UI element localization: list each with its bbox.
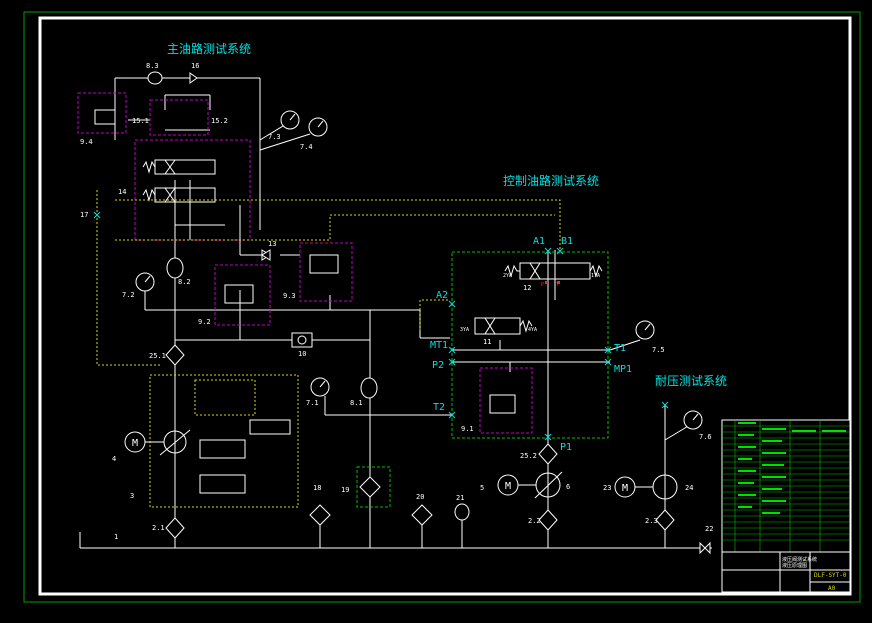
label-7-4: 7.4 — [300, 143, 313, 151]
label-6: 6 — [566, 483, 571, 491]
label-2-2: 2.2 — [528, 517, 541, 525]
flow-meters — [147, 71, 470, 521]
port-a2: A2 — [436, 290, 449, 301]
valve-symbols — [94, 109, 603, 494]
port-mt1: MT1 — [430, 340, 449, 351]
label-22: 22 — [705, 525, 714, 533]
motor-letter: M — [132, 438, 138, 449]
label-5: 5 — [480, 484, 485, 492]
label-17: 17 — [80, 211, 89, 219]
label-21: 21 — [456, 494, 465, 502]
label-12: 12 — [523, 284, 532, 292]
port-p2: P2 — [432, 360, 445, 371]
label-15-1: 15.1 — [132, 117, 149, 125]
label-8-3: 8.3 — [146, 62, 159, 70]
label-16: 16 — [191, 62, 200, 70]
label-7-5: 7.5 — [652, 346, 665, 354]
title-line-1: 液压阀测试系统 — [782, 557, 818, 563]
port-t1: T1 — [614, 343, 627, 354]
label-2-1: 2.1 — [152, 524, 165, 532]
label-7-1: 7.1 — [306, 399, 319, 407]
label-23: 23 — [603, 484, 612, 492]
label-13: 13 — [268, 240, 277, 248]
label-7-2: 7.2 — [122, 291, 135, 299]
label-10: 10 — [298, 350, 307, 358]
check-valves — [189, 72, 711, 555]
motor-letter: M — [505, 481, 511, 492]
pumps — [145, 429, 678, 500]
label-2ya: 2YA — [503, 273, 513, 279]
outer-frame — [23, 11, 861, 603]
label-9-4: 9.4 — [80, 138, 93, 146]
green-boxes — [356, 251, 609, 508]
label-3: 3 — [130, 492, 135, 500]
label-25-1: 25.1 — [149, 352, 166, 360]
label-2-3: 2.3 — [645, 517, 658, 525]
filters — [165, 344, 675, 539]
port-markers — [93, 211, 669, 441]
label-4ya: 4YA — [528, 327, 538, 333]
label-t-mark: T — [556, 282, 560, 288]
label-4: 4 — [112, 455, 117, 463]
caption-main-circuit: 主油路测试系统 — [167, 42, 252, 56]
label-7-3: 7.3 — [268, 133, 281, 141]
drawing-number: DLF-SYT-0 — [814, 572, 847, 579]
pressure-gauges — [135, 110, 703, 430]
port-a1: A1 — [533, 236, 546, 247]
label-3ya: 3YA — [460, 327, 470, 333]
label-9-3: 9.3 — [283, 292, 296, 300]
port-b1: B1 — [561, 236, 574, 247]
label-15-2: 15.2 — [211, 117, 228, 125]
caption-control-circuit: 控制油路测试系统 — [503, 174, 600, 188]
red-marks — [545, 281, 560, 284]
port-p1: P1 — [560, 442, 573, 453]
yellow-pilot-lines — [96, 190, 561, 508]
title-line-2: 液压原理图 — [782, 563, 808, 569]
label-19: 19 — [341, 486, 350, 494]
main-lines — [79, 77, 712, 549]
label-9-1: 9.1 — [461, 425, 474, 433]
label-24: 24 — [685, 484, 694, 492]
label-25-2: 25.2 — [520, 452, 537, 460]
motors — [124, 431, 636, 498]
label-8-2: 8.2 — [178, 278, 191, 286]
inner-frame — [38, 16, 852, 596]
label-8-1: 8.1 — [350, 399, 363, 407]
label-7-6: 7.6 — [699, 433, 712, 441]
label-p-mark: P — [541, 282, 545, 288]
sheet-size: A0 — [828, 585, 836, 592]
caption-pressure-test: 耐压测试系统 — [655, 374, 728, 388]
motor-letters: M M M — [132, 438, 628, 494]
label-1ya: 1YA — [591, 273, 601, 279]
title-block — [721, 419, 851, 593]
motor-letter: M — [622, 483, 628, 494]
label-9-2: 9.2 — [198, 318, 211, 326]
port-mp1: MP1 — [614, 364, 633, 375]
label-14: 14 — [118, 188, 127, 196]
label-11: 11 — [483, 338, 492, 346]
port-t2: T2 — [433, 402, 446, 413]
label-20: 20 — [416, 493, 425, 501]
label-1: 1 — [114, 533, 119, 541]
label-18: 18 — [313, 484, 322, 492]
